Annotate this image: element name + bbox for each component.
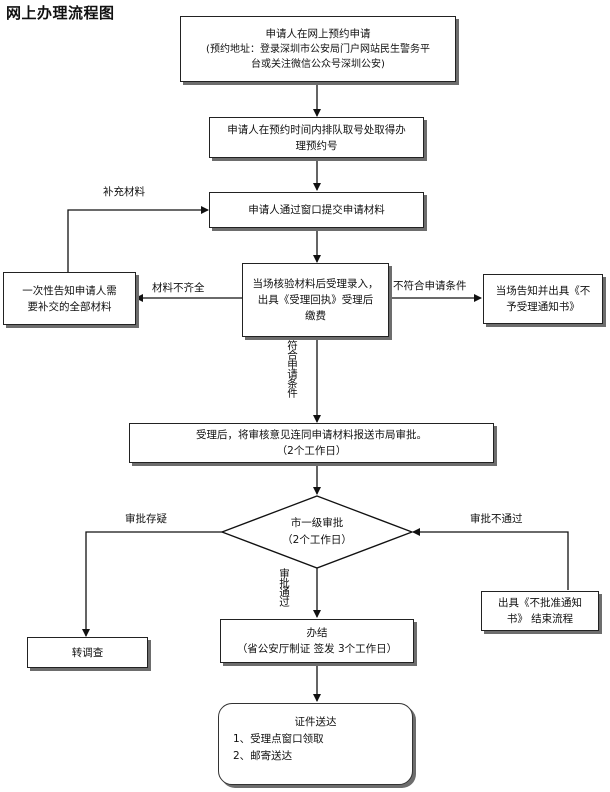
label-fail: 审批不通过 [470,513,523,525]
label-qualified: 符合申请条件 [286,340,298,397]
step-verify-line2: 出具《受理回执》受理后 [257,294,374,306]
step-notify-missing: 一次性告知申请人需 要补交的全部材料 [3,272,136,325]
step-apply: 申请人在网上预约申请 (预约地址：登录深圳市公安局门户网站民生警务平 台或关注微… [180,16,456,82]
step-transfer-line1: 转调查 [71,646,104,659]
label-incomplete: 材料不齐全 [152,282,205,294]
arrow-approve-to-transfer [82,531,223,637]
step-not-approved-line1: 出具《不批准通知 [498,597,582,609]
step-approve-line2: （2个工作日） [282,534,352,546]
step-apply-line3: 台或关注微信公众号深圳公安) [251,59,385,70]
step-reject-notice: 当场告知并出具《不 予受理通知书》 [483,274,603,324]
arrow-supplement [67,206,209,272]
step-not-approved: 出具《不批准通知 书》 结束流程 [481,591,599,631]
step-not-approved-line2: 书》 结束流程 [506,613,574,625]
step-queue-line1: 申请人在预约时间内排队取号处取得办 [227,123,406,136]
step-reject-notice-line2: 予受理通知书》 [506,301,580,313]
step-apply-line1: 申请人在网上预约申请 [265,28,371,40]
step-delivery-line3: 2、邮寄送达 [233,750,293,762]
step-verify: 当场核验材料后受理录入， 出具《受理回执》受理后 缴费 [242,263,389,337]
page-title: 网上办理流程图 [6,4,115,22]
step-notify-missing-line2: 要补交的全部材料 [27,300,112,313]
arrow-fail [412,528,569,590]
step-apply-line2: (预约地址：登录深圳市公安局门户网站民生警务平 [206,44,430,55]
step-complete: 办结 （省公安厅制证 签发 3个工作日） [220,619,414,663]
label-supplement: 补充材料 [103,186,145,198]
step-transfer: 转调查 [27,637,148,668]
step-complete-line2: （省公安厅制证 签发 3个工作日） [236,643,398,655]
step-verify-line1: 当场核验材料后受理录入， [252,278,379,290]
approval-diamond [220,495,414,569]
step-notify-missing-line1: 一次性告知申请人需 [22,284,117,297]
step-forward-line1: 受理后，将审核意见连同申请材料报送市局审批。 [196,429,427,441]
step-delivery-line2: 1、受理点窗口领取 [233,733,324,745]
step-delivery: 证件送达 1、受理点窗口领取 2、邮寄送达 [218,703,413,785]
step-queue: 申请人在预约时间内排队取号处取得办 理预约号 [209,117,424,158]
step-submit-line1: 申请人通过窗口提交申请材料 [248,204,385,216]
label-pass: 审批通过 [278,568,290,606]
step-complete-line1: 办结 [306,627,328,639]
step-submit: 申请人通过窗口提交申请材料 [209,192,424,228]
label-not-qualified: 不符合申请条件 [393,280,467,292]
step-forward-line2: （2个工作日） [276,445,347,457]
step-forward: 受理后，将审核意见连同申请材料报送市局审批。 （2个工作日） [129,423,494,463]
step-reject-notice-line1: 当场告知并出具《不 [495,285,591,297]
step-queue-line2: 理预约号 [295,139,338,152]
step-approve: 市一级审批 （2个工作日） [247,515,387,549]
step-delivery-line1: 证件送达 [294,716,337,728]
label-doubt: 审批存疑 [125,513,167,525]
step-verify-line3: 缴费 [305,310,326,322]
step-approve-line1: 市一级审批 [290,517,344,529]
